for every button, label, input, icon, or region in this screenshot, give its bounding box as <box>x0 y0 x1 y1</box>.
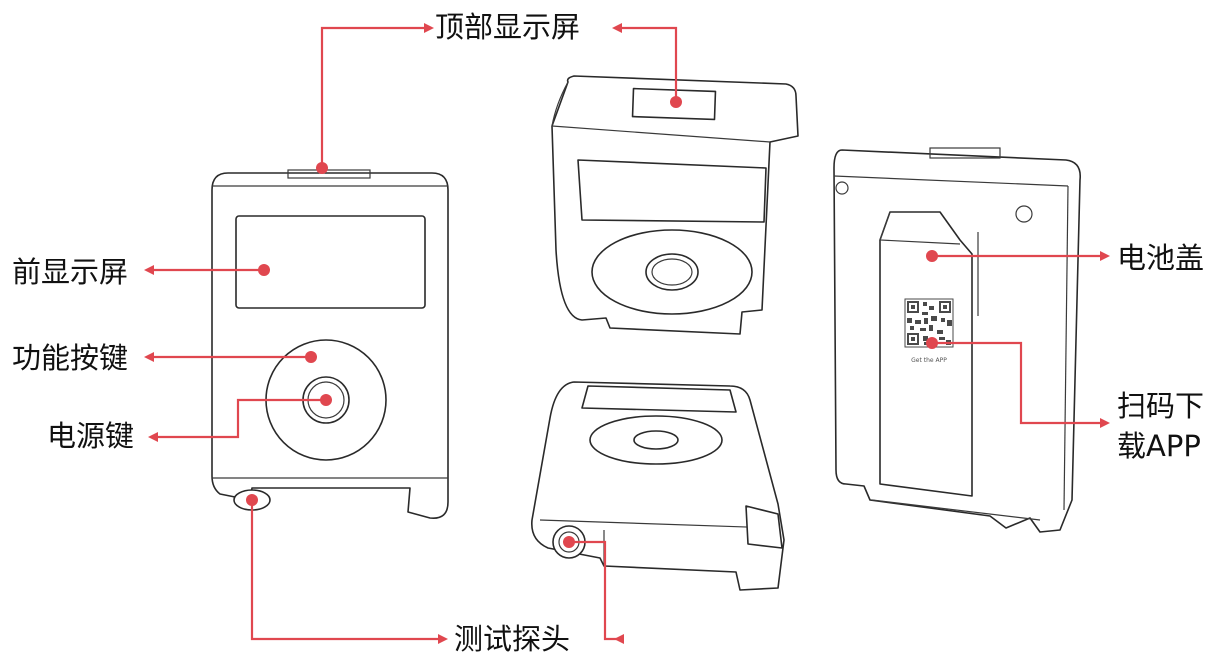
front-display-screen <box>235 215 426 309</box>
battery-cover <box>879 211 973 497</box>
scan-download-label-line2: 载APP <box>1117 429 1201 463</box>
top-display-label: 顶部显示屏 <box>435 10 581 44</box>
device-front-view <box>211 169 449 519</box>
test-probe-label: 测试探头 <box>454 622 571 656</box>
qr-caption: Get the APP <box>911 357 947 364</box>
device-top-view <box>551 75 799 335</box>
device-bottom-view <box>531 381 785 591</box>
device-back-view: Get the APP <box>833 147 1082 533</box>
scan-download-label-line1: 扫码下 <box>1117 389 1205 423</box>
power-key-label: 电源键 <box>47 419 135 453</box>
function-keys-label: 功能按键 <box>12 341 129 375</box>
front-display-label: 前显示屏 <box>12 255 129 289</box>
battery-cover-label: 电池盖 <box>1117 241 1205 275</box>
leader-lines <box>144 23 1110 644</box>
